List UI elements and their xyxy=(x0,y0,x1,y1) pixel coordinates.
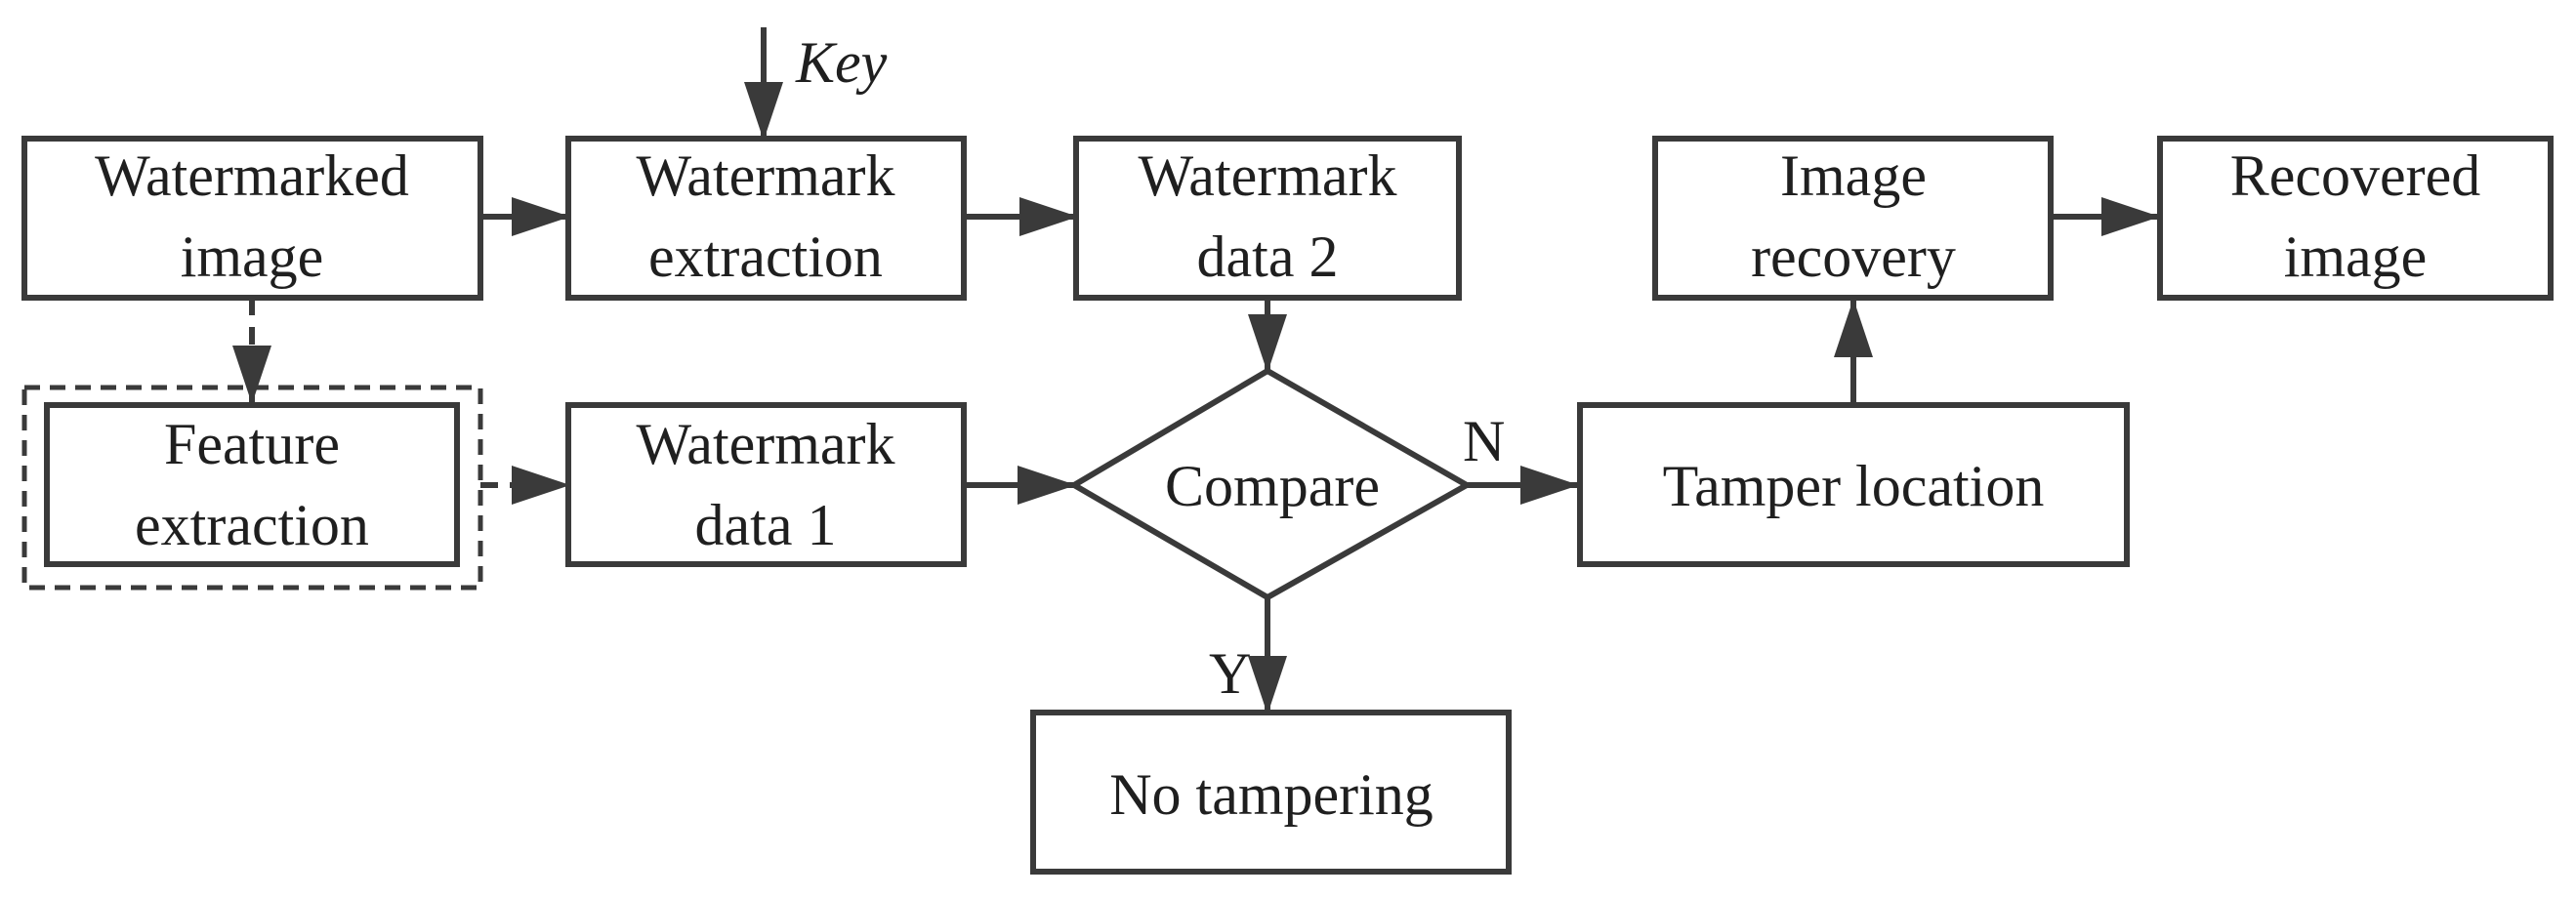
node-no-tampering-label: No tampering xyxy=(1109,762,1433,827)
node-compare-decision: Compare xyxy=(1068,367,1474,601)
node-recovered-image-line2: image xyxy=(2284,224,2428,289)
node-compare-label: Compare xyxy=(1165,454,1380,518)
node-watermark-extraction-line2: extraction xyxy=(648,224,883,289)
node-image-recovery-line2: recovery xyxy=(1751,224,1956,289)
node-watermarked-image-line2: image xyxy=(181,224,324,289)
no-branch-label: N xyxy=(1463,409,1505,473)
node-feature-extraction: Feature extraction xyxy=(21,385,483,591)
yes-branch-label: Y xyxy=(1209,641,1251,706)
node-watermark-data-2: Watermark data 2 xyxy=(1073,136,1462,301)
node-feature-extraction-line2: extraction xyxy=(135,493,369,557)
key-label: Key xyxy=(795,30,888,95)
node-recovered-image: Recovered image xyxy=(2157,136,2554,301)
node-watermark-extraction: Watermark extraction xyxy=(565,136,967,301)
node-watermark-data-1: Watermark data 1 xyxy=(565,402,967,567)
node-watermarked-image-line1: Watermarked xyxy=(95,143,409,208)
node-watermark-data-2-line1: Watermark xyxy=(1138,143,1396,208)
node-image-recovery: Image recovery xyxy=(1652,136,2054,301)
node-watermark-data-2-line2: data 2 xyxy=(1197,224,1339,289)
node-watermark-extraction-line1: Watermark xyxy=(636,143,894,208)
node-feature-extraction-line1: Feature xyxy=(164,412,340,476)
node-tamper-location: Tamper location xyxy=(1577,402,2130,567)
node-recovered-image-line1: Recovered xyxy=(2230,143,2481,208)
node-image-recovery-line1: Image xyxy=(1780,143,1927,208)
node-watermark-data-1-line1: Watermark xyxy=(636,412,894,476)
node-watermark-data-1-line2: data 1 xyxy=(695,493,837,557)
node-no-tampering: No tampering xyxy=(1030,710,1512,875)
node-tamper-location-label: Tamper location xyxy=(1663,454,2045,518)
node-watermarked-image: Watermarked image xyxy=(21,136,483,301)
